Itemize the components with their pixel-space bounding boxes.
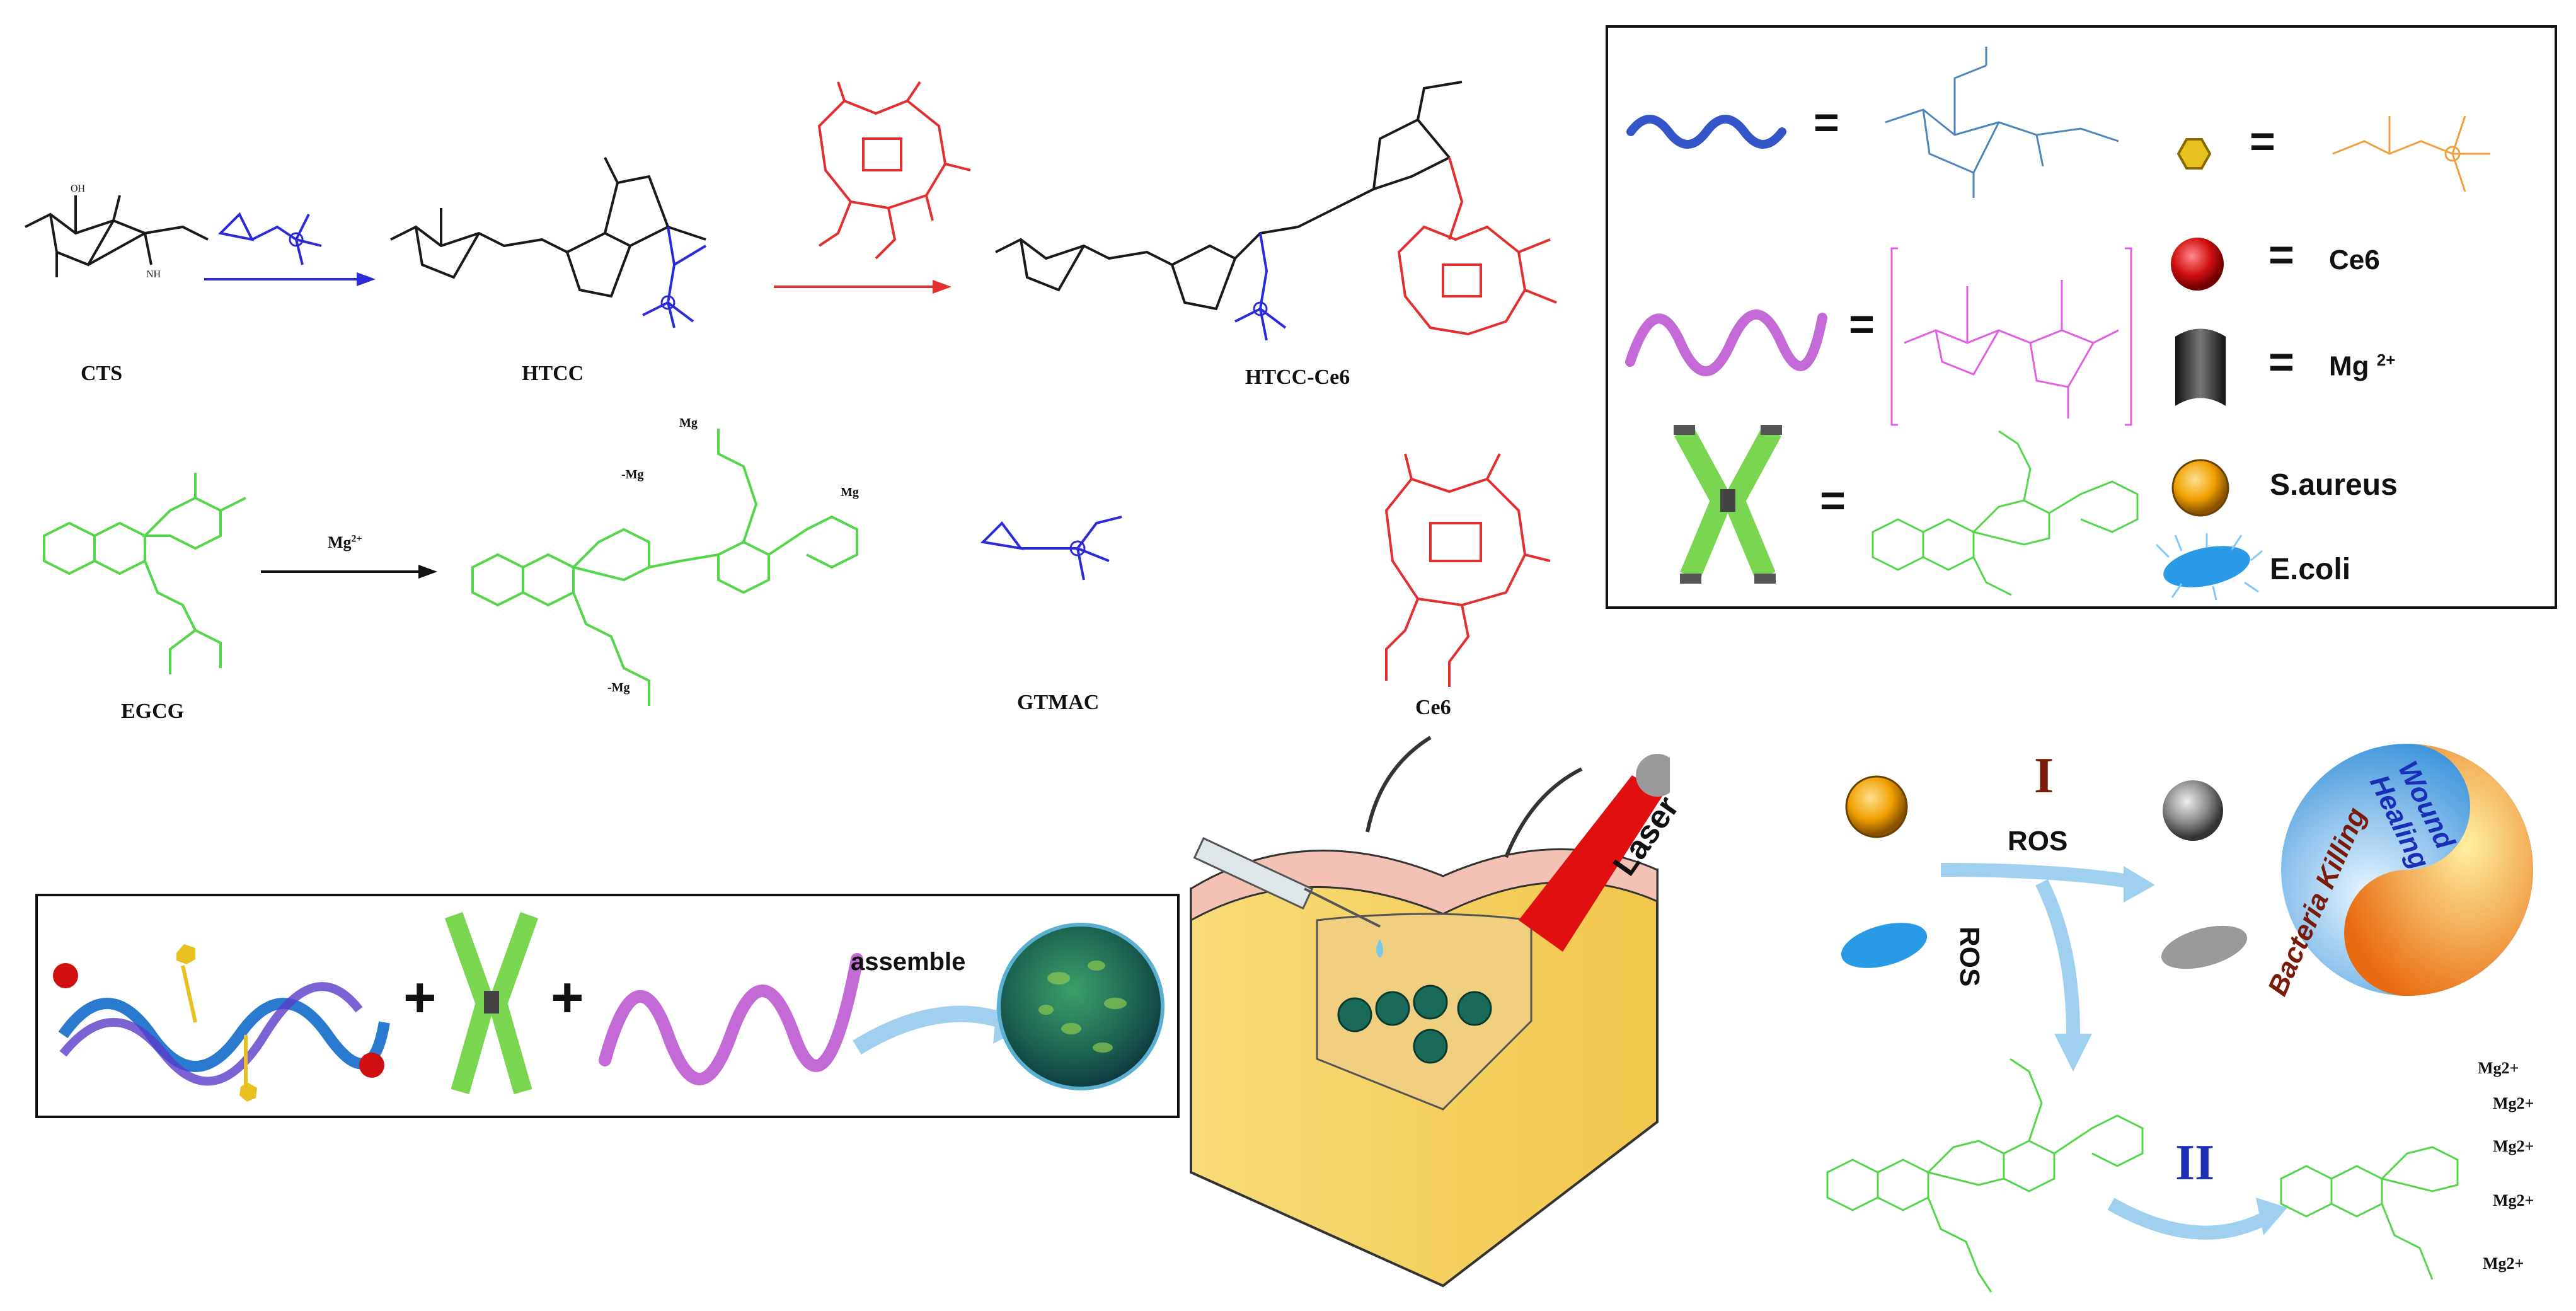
assembly-box: + + assemble [35, 894, 1180, 1118]
egcg-label: EGCG [121, 700, 185, 723]
mg-substituent-2: -Mg [621, 468, 644, 482]
plus-sign-1: + [403, 966, 437, 1029]
ce6-structure [1384, 453, 1551, 687]
s-aureus-live-icon [1845, 775, 1908, 838]
skin-tissue-block [1190, 736, 1670, 1288]
mg-reagent-label: Mg2+ [328, 533, 362, 552]
step-one-label: I [2034, 748, 2054, 804]
mg-ion-1: Mg2+ [2478, 1059, 2519, 1077]
nanoparticle-icon [997, 923, 1164, 1090]
egcg-free-structure [2280, 1146, 2459, 1280]
oh-label: OH [71, 183, 86, 194]
quat-hexagon-icon [2176, 138, 2212, 170]
mg-ion-4: Mg2+ [2493, 1191, 2534, 1210]
ce6-sphere-icon [2171, 238, 2224, 291]
ha-wave-icon [1625, 309, 1827, 376]
step-two-label: II [2175, 1135, 2215, 1191]
mg-ion-icon [2175, 328, 2226, 406]
egcg-mg-complex [471, 429, 858, 706]
htcc-label: HTCC [522, 362, 584, 385]
quat-group-structure [2332, 115, 2490, 192]
mg-substituent-4: -Mg [607, 681, 630, 695]
legend-equals-4: = [2268, 230, 2294, 279]
ha-wave-small-icon [599, 953, 863, 1085]
ros-arrow [1940, 863, 2155, 1071]
egcg-structure [43, 473, 246, 674]
mg-ion-3: Mg2+ [2493, 1137, 2534, 1155]
syringe-icon [1193, 837, 1383, 958]
nh2-label: NH [146, 269, 161, 280]
legend-equals-5: = [2268, 337, 2294, 386]
mg-substituent-1: Mg [679, 416, 698, 430]
egcg-network-structure [1872, 430, 2139, 596]
legend-equals-3: = [1849, 299, 1875, 349]
legend-equals-2: = [2250, 117, 2275, 166]
reaction-arrow-2 [774, 280, 952, 294]
egcg-mg-complex-small [1826, 1058, 2144, 1293]
release-arrow [2107, 1198, 2287, 1240]
gtmac-label: GTMAC [1017, 691, 1100, 714]
htcc-ce6-label: HTCC-Ce6 [1245, 366, 1350, 389]
plus-sign-2: + [551, 966, 584, 1029]
legend-box: = = = [1606, 25, 2557, 609]
ce6-label: Ce6 [1415, 696, 1451, 719]
e-coli-dead-icon [2161, 925, 2248, 969]
legend-equals-6: = [1820, 476, 1846, 525]
gtmac-structure [980, 516, 1122, 580]
gtmac-reagent [217, 212, 322, 265]
mg-ion-2: Mg2+ [2493, 1094, 2534, 1112]
cts-label: CTS [81, 362, 123, 385]
wound-healing-bacteria-killing-badge [2281, 744, 2533, 996]
reaction-arrow-3 [261, 565, 437, 579]
legend-mg-label: Mg 2+ [2329, 350, 2396, 382]
mg-ion-5: Mg2+ [2483, 1254, 2524, 1273]
ros-label-a: ROS [2008, 826, 2068, 857]
cts-structure: OH NH [25, 183, 209, 280]
ce6-reagent [817, 81, 971, 260]
s-aureus-icon [2171, 459, 2229, 517]
htcc-ce6-chain-icon [53, 944, 390, 1102]
e-coli-live-icon [1841, 923, 1928, 968]
reaction-arrow-1 [204, 272, 376, 286]
htcc-ce6-structure [995, 81, 1557, 341]
assemble-label: assemble [851, 948, 966, 976]
legend-e-coli-label: E.coli [2270, 553, 2351, 586]
legend-ce6-label: Ce6 [2329, 245, 2380, 275]
htcc-structure [390, 157, 707, 328]
legend-equals-1: = [1814, 98, 1839, 147]
hyaluronic-acid-structure [1890, 247, 2132, 426]
egcg-crosslinker-small-icon [444, 911, 539, 1095]
chitosan-unit-structure [1885, 47, 2119, 198]
htcc-wave-icon [1626, 115, 1786, 149]
mg-substituent-3: Mg [841, 485, 859, 499]
e-coli-icon [2155, 533, 2263, 601]
legend-s-aureus-label: S.aureus [2270, 468, 2398, 502]
s-aureus-dead-icon [2163, 780, 2223, 841]
egcg-crosslinker-icon [1674, 425, 1782, 584]
